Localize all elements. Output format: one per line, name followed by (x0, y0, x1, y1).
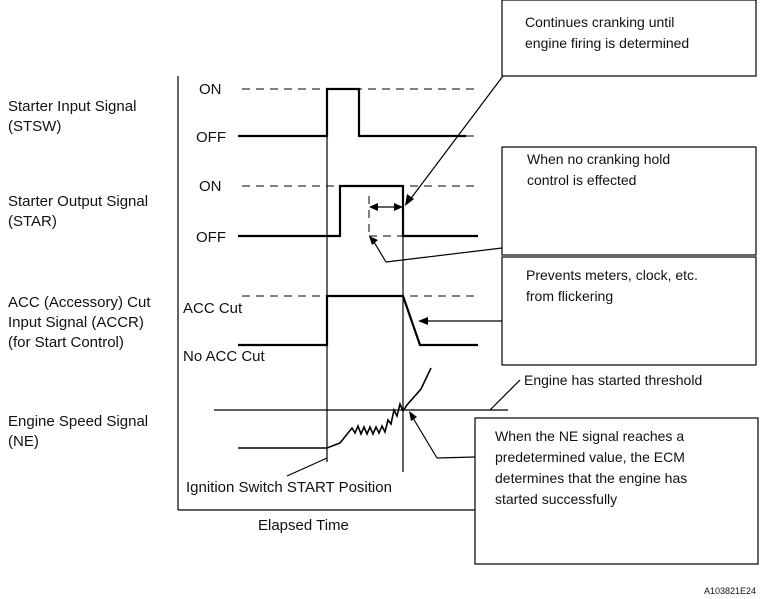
threshold-leader (489, 379, 521, 411)
accr-name-line2: Input Signal (ACCR) (8, 314, 144, 331)
stsw-off-label: OFF (196, 129, 226, 146)
star-name-line2: (STAR) (8, 213, 57, 230)
ignition-leader (286, 457, 328, 477)
accr-nocut-label: No ACC Cut (183, 348, 266, 365)
stsw-waveform (238, 87, 466, 138)
star-name-line1: Starter Output Signal (8, 193, 148, 210)
ne-name-line2: (NE) (8, 433, 39, 450)
arrowhead-left (369, 203, 378, 211)
callout-ne-line2: predetermined value, the ECM (495, 449, 685, 465)
arrowhead-right (394, 203, 403, 211)
callout-cranking-line2: engine firing is determined (525, 35, 689, 51)
accr-name-line3: (for Start Control) (8, 334, 124, 351)
callout-ne-line4: started successfully (495, 491, 617, 507)
ignition-start-label: Ignition Switch START Position (186, 479, 392, 496)
callout-cranking-leader (408, 75, 504, 202)
callout-nohold-box (501, 146, 757, 256)
callout-flicker-box (501, 256, 757, 366)
star-waveform (238, 184, 478, 238)
callout-ne-line3: determines that the engine has (495, 470, 687, 486)
callout-flicker-line2: from flickering (526, 288, 613, 304)
stsw-name-line2: (STSW) (8, 118, 61, 135)
callout-nohold-line2: control is effected (527, 172, 636, 188)
callout-ne-box (474, 417, 759, 565)
accr-cut-label: ACC Cut (183, 300, 243, 317)
x-axis-label: Elapsed Time (258, 517, 349, 534)
callout-nohold-leader-a (385, 247, 503, 263)
threshold-label: Engine has started threshold (524, 372, 702, 388)
ne-name-line1: Engine Speed Signal (8, 413, 148, 430)
callout-cranking-line1: Continues cranking until (525, 14, 674, 30)
star-off-label: OFF (196, 229, 226, 246)
callout-ne-arrowhead (409, 411, 417, 421)
callout-nohold-arrowhead (369, 236, 378, 245)
stsw-on-label: ON (199, 81, 222, 98)
callout-ne-line1: When the NE signal reaches a (495, 428, 684, 444)
figure-code: A103821E24 (704, 586, 756, 596)
accr-name-line1: ACC (Accessory) Cut (8, 294, 151, 311)
stsw-name-line1: Starter Input Signal (8, 98, 136, 115)
callout-flicker-line1: Prevents meters, clock, etc. (526, 267, 698, 283)
callout-cranking-arrowhead (405, 194, 414, 206)
ne-waveform (238, 367, 432, 449)
callout-nohold-leader-b (373, 241, 387, 263)
accr-waveform (238, 294, 478, 347)
callout-ne-leader-b (412, 417, 438, 459)
callout-cranking-box (501, 0, 757, 77)
star-on-label: ON (199, 178, 222, 195)
callout-nohold-line1: When no cranking hold (527, 151, 670, 167)
callout-ne-leader-a (436, 456, 476, 459)
callout-flicker-arrowhead (418, 317, 428, 325)
